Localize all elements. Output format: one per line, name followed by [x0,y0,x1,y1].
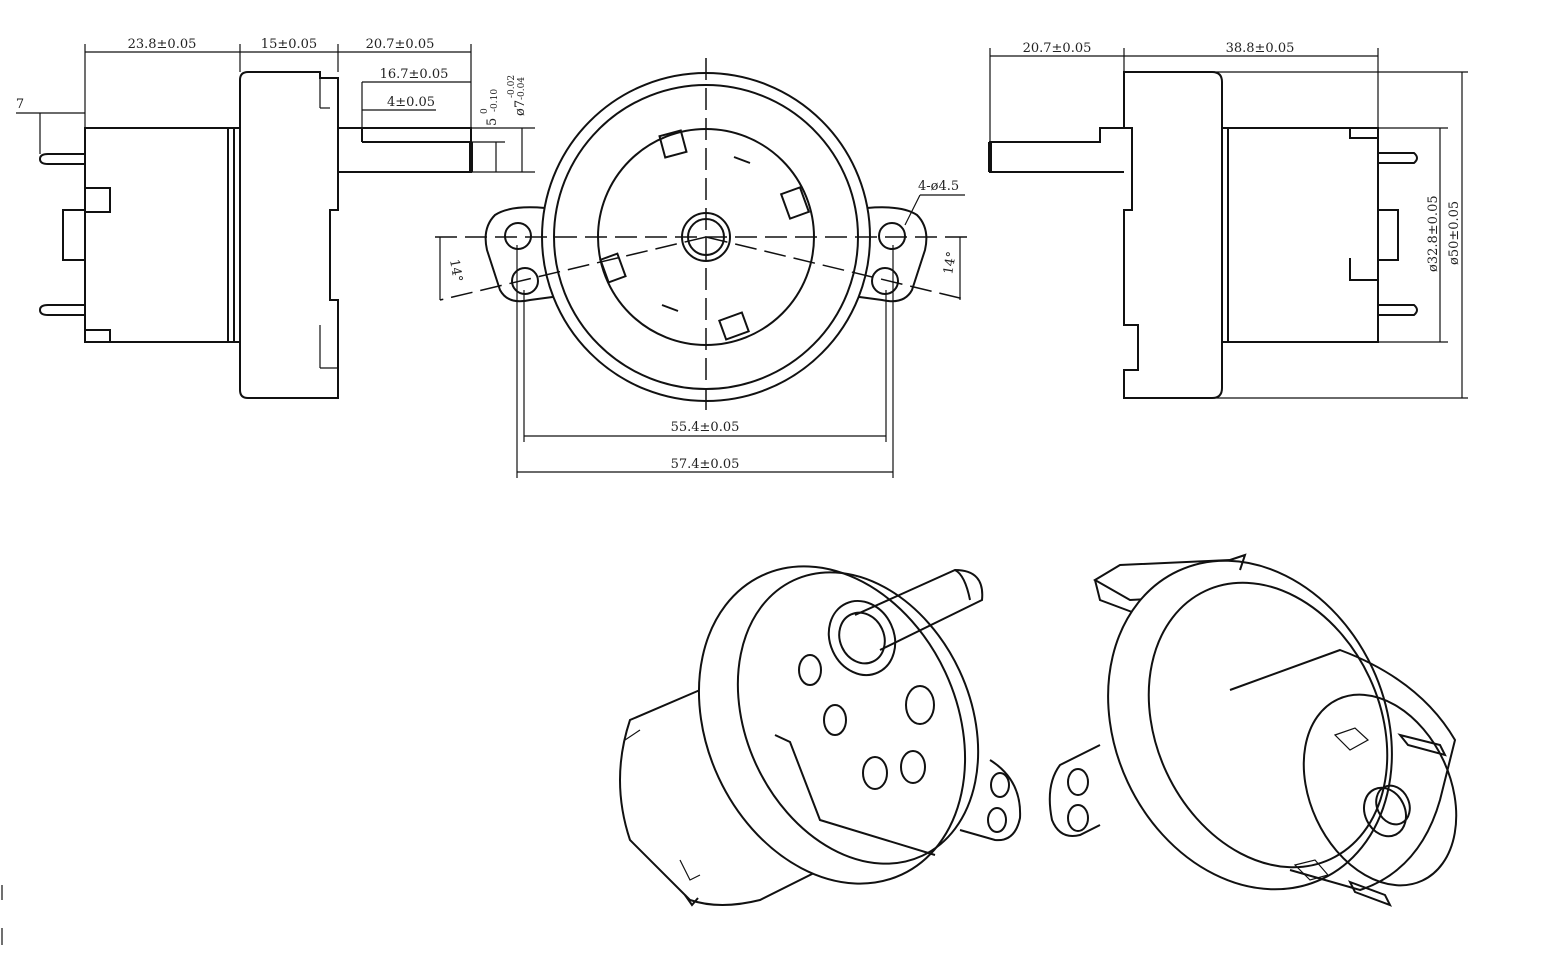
dim-shaft-length: 20.7±0.05 [366,37,435,52]
dim-angle-left: 14° [446,258,465,283]
iso-terminal-2 [1347,880,1393,907]
dim-body-length: 23.8±0.05 [128,37,197,52]
dim-total-length: 38.8±0.05 [1226,41,1295,56]
dim-flat-length: 16.7±0.05 [380,67,449,82]
dim-flat-offset: 4±0.05 [387,95,435,110]
dim-shaft-dia-tol-lower: -0.04 [517,77,527,100]
iso-gearbox-back [1107,559,1393,891]
mount-hole-1 [504,222,532,250]
dim-shaft-dia: ø7 [513,100,528,116]
gearbox-body-right [1123,71,1223,399]
dim-mount-holes: 4-ø4.5 [918,179,959,194]
mount-hole-2 [511,267,539,295]
iso-motor-endcap [1302,693,1458,887]
dim-flat-height-tol-upper: 0 [480,108,490,114]
motor-body [84,127,241,343]
dim-flat-height: 5 [485,118,500,126]
motor-body-right [1221,127,1379,343]
iso-ear-right [959,759,1022,842]
ear-left [484,206,561,303]
dim-shaft-length-right: 20.7±0.05 [1023,41,1092,56]
iso-terminal-1 [1397,733,1447,757]
ear-right [851,206,928,303]
dim-angle-right: 14° [941,250,960,275]
terminal-bottom [38,304,85,316]
dim-hole-spacing-outer: 57.4±0.05 [671,457,740,472]
front-view: 55.4±0.05 57.4±0.05 4-ø4.5 14° 14° [435,58,969,478]
iso-ear-back [1048,744,1101,837]
side-view-left: 23.8±0.05 15±0.05 20.7±0.05 16.7±0.05 4±… [16,37,535,399]
iso-gearbox-face [697,565,967,885]
dim-terminal-offset: 7 [16,97,24,112]
dim-flat-height-tol-lower: -0.10 [490,89,500,112]
dim-motor-dia: ø32.8±0.05 [1426,195,1441,272]
mount-hole-3 [878,222,906,250]
shaft-right [989,127,1124,173]
dim-gearbox-dia: ø50±0.05 [1447,201,1462,265]
iso-view-back [1048,553,1458,907]
terminal-top [38,153,85,165]
dim-shaft-dia-tol-upper: -0.02 [507,75,517,98]
output-shaft [337,127,472,173]
dim-gearbox-length: 15±0.05 [261,37,317,52]
mount-hole-4 [871,267,899,295]
gearbox-body [239,71,339,399]
dim-hole-spacing-inner: 55.4±0.05 [671,420,740,435]
side-view-right: 20.7±0.05 38.8±0.05 ø32.8±0.05 ø50±0.05 [988,41,1468,399]
iso-view-front [619,565,1022,907]
